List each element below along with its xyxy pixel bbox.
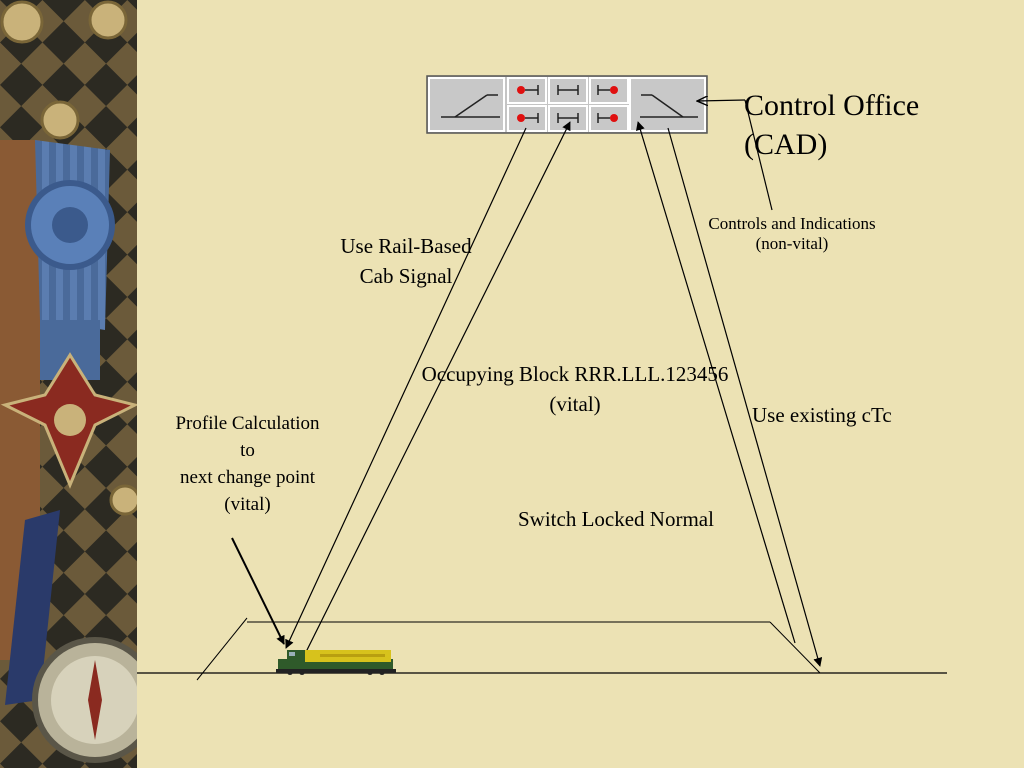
profile-line3: next change point (179, 466, 316, 488)
signal-tile-top-right (589, 77, 629, 104)
occupancy-up-arrow (305, 121, 571, 653)
switch-normal-icon (629, 77, 706, 132)
occupying-block-line1: Occupying Block RRR.LLL.123456 (421, 362, 729, 386)
occupying-block-line2: (vital) (549, 392, 601, 417)
controls-indications-line2: (non-vital) (755, 234, 829, 254)
cab-signal-line2: Cab Signal (359, 264, 453, 289)
occupying-block-label: Occupying Block RRR.LLL.123456 (vital) (375, 359, 775, 420)
cab-signal-label: Use Rail-Based Cab Signal (306, 231, 506, 292)
profile-line4: (vital) (224, 493, 271, 515)
profile-pointer-arrow (231, 537, 285, 645)
locomotive-icon (276, 650, 396, 675)
ctc-up-arrow (636, 121, 796, 644)
controls-indications-line1: Controls and Indications (708, 214, 876, 233)
cad-control-panel (426, 75, 708, 134)
signal-tile-top-left (507, 77, 547, 104)
controls-indications-pointer (744, 99, 773, 211)
ctc-down-arrow (667, 127, 823, 667)
switch-reverse-icon (428, 77, 505, 132)
control-office-label: Control Office (CAD) (744, 86, 919, 164)
track (137, 617, 947, 681)
signal-tile-bottom-left (507, 105, 547, 132)
controls-indications-label: Controls and Indications (non-vital) (690, 214, 894, 255)
profile-line1: Profile Calculation (175, 413, 320, 434)
control-office-pointer (697, 100, 746, 101)
cab-signal-down-arrow (285, 127, 527, 649)
signal-tile-bottom-right (589, 105, 629, 132)
switch-locked-label: Switch Locked Normal (518, 507, 714, 531)
track-tile-top-middle (548, 77, 588, 104)
control-office-line2: (CAD) (744, 128, 828, 161)
profile-line2: to (240, 439, 255, 461)
decorative-photo-strip (0, 0, 137, 768)
control-office-line1: Control Office (744, 89, 920, 122)
profile-calculation-label: Profile Calculation to next change point… (150, 411, 345, 519)
existing-ctc-label: Use existing cTc (752, 403, 892, 427)
cab-signal-line1: Use Rail-Based (340, 234, 472, 258)
